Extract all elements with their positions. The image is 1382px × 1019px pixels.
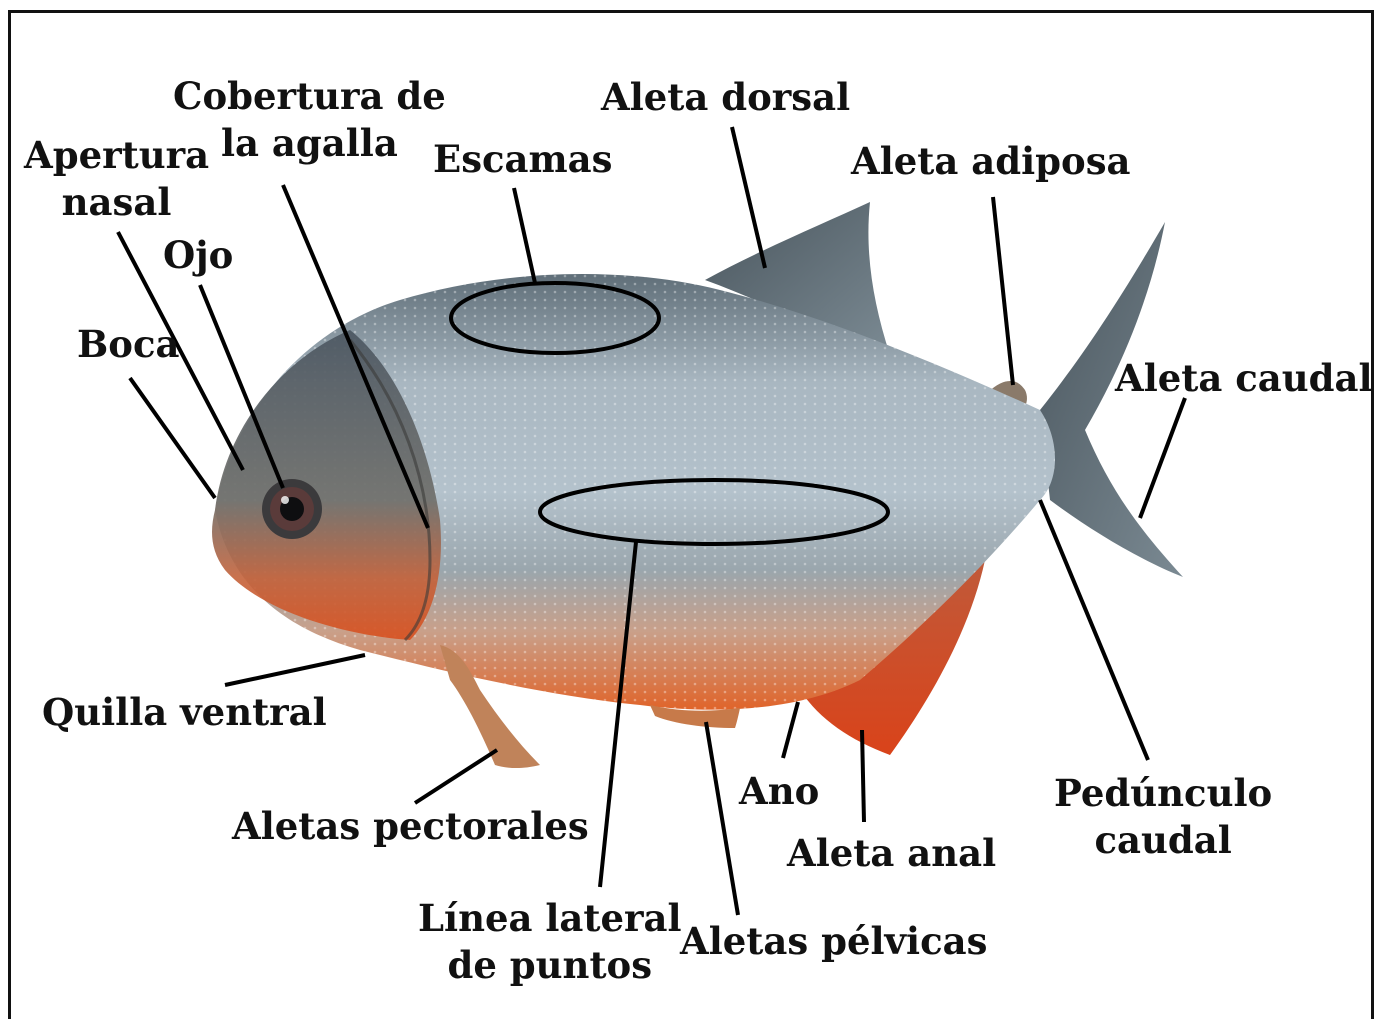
label-escamas: Escamas <box>433 136 613 183</box>
label-ano: Ano <box>739 768 819 815</box>
leader-aleta-caudal <box>1140 398 1185 518</box>
leader-aleta-adiposa <box>993 197 1013 385</box>
label-ojo: Ojo <box>163 232 233 279</box>
label-quilla-ventral: Quilla ventral <box>42 689 327 736</box>
label-pedunculo-caudal: Pedúnculo caudal <box>1054 770 1272 864</box>
leader-aletas-pectorales <box>415 750 497 803</box>
label-aletas-pelvicas: Aletas pélvicas <box>680 918 987 965</box>
leader-aleta-dorsal <box>732 127 765 268</box>
leader-aleta-anal <box>862 730 864 822</box>
label-aleta-dorsal: Aleta dorsal <box>601 74 850 121</box>
leader-aletas-pelvicas <box>706 722 738 915</box>
label-linea-lateral: Línea lateral de puntos <box>418 895 682 989</box>
label-aletas-pectorales: Aletas pectorales <box>232 803 589 850</box>
leader-escamas <box>514 188 535 283</box>
leader-ano <box>783 702 798 758</box>
label-cobertura-agalla: Cobertura de la agalla <box>173 73 446 167</box>
label-aleta-adiposa: Aleta adiposa <box>851 138 1131 185</box>
leader-quilla-ventral <box>225 655 365 685</box>
label-boca: Boca <box>77 321 179 368</box>
label-aleta-caudal: Aleta caudal <box>1115 355 1373 402</box>
label-aleta-anal: Aleta anal <box>787 830 996 877</box>
